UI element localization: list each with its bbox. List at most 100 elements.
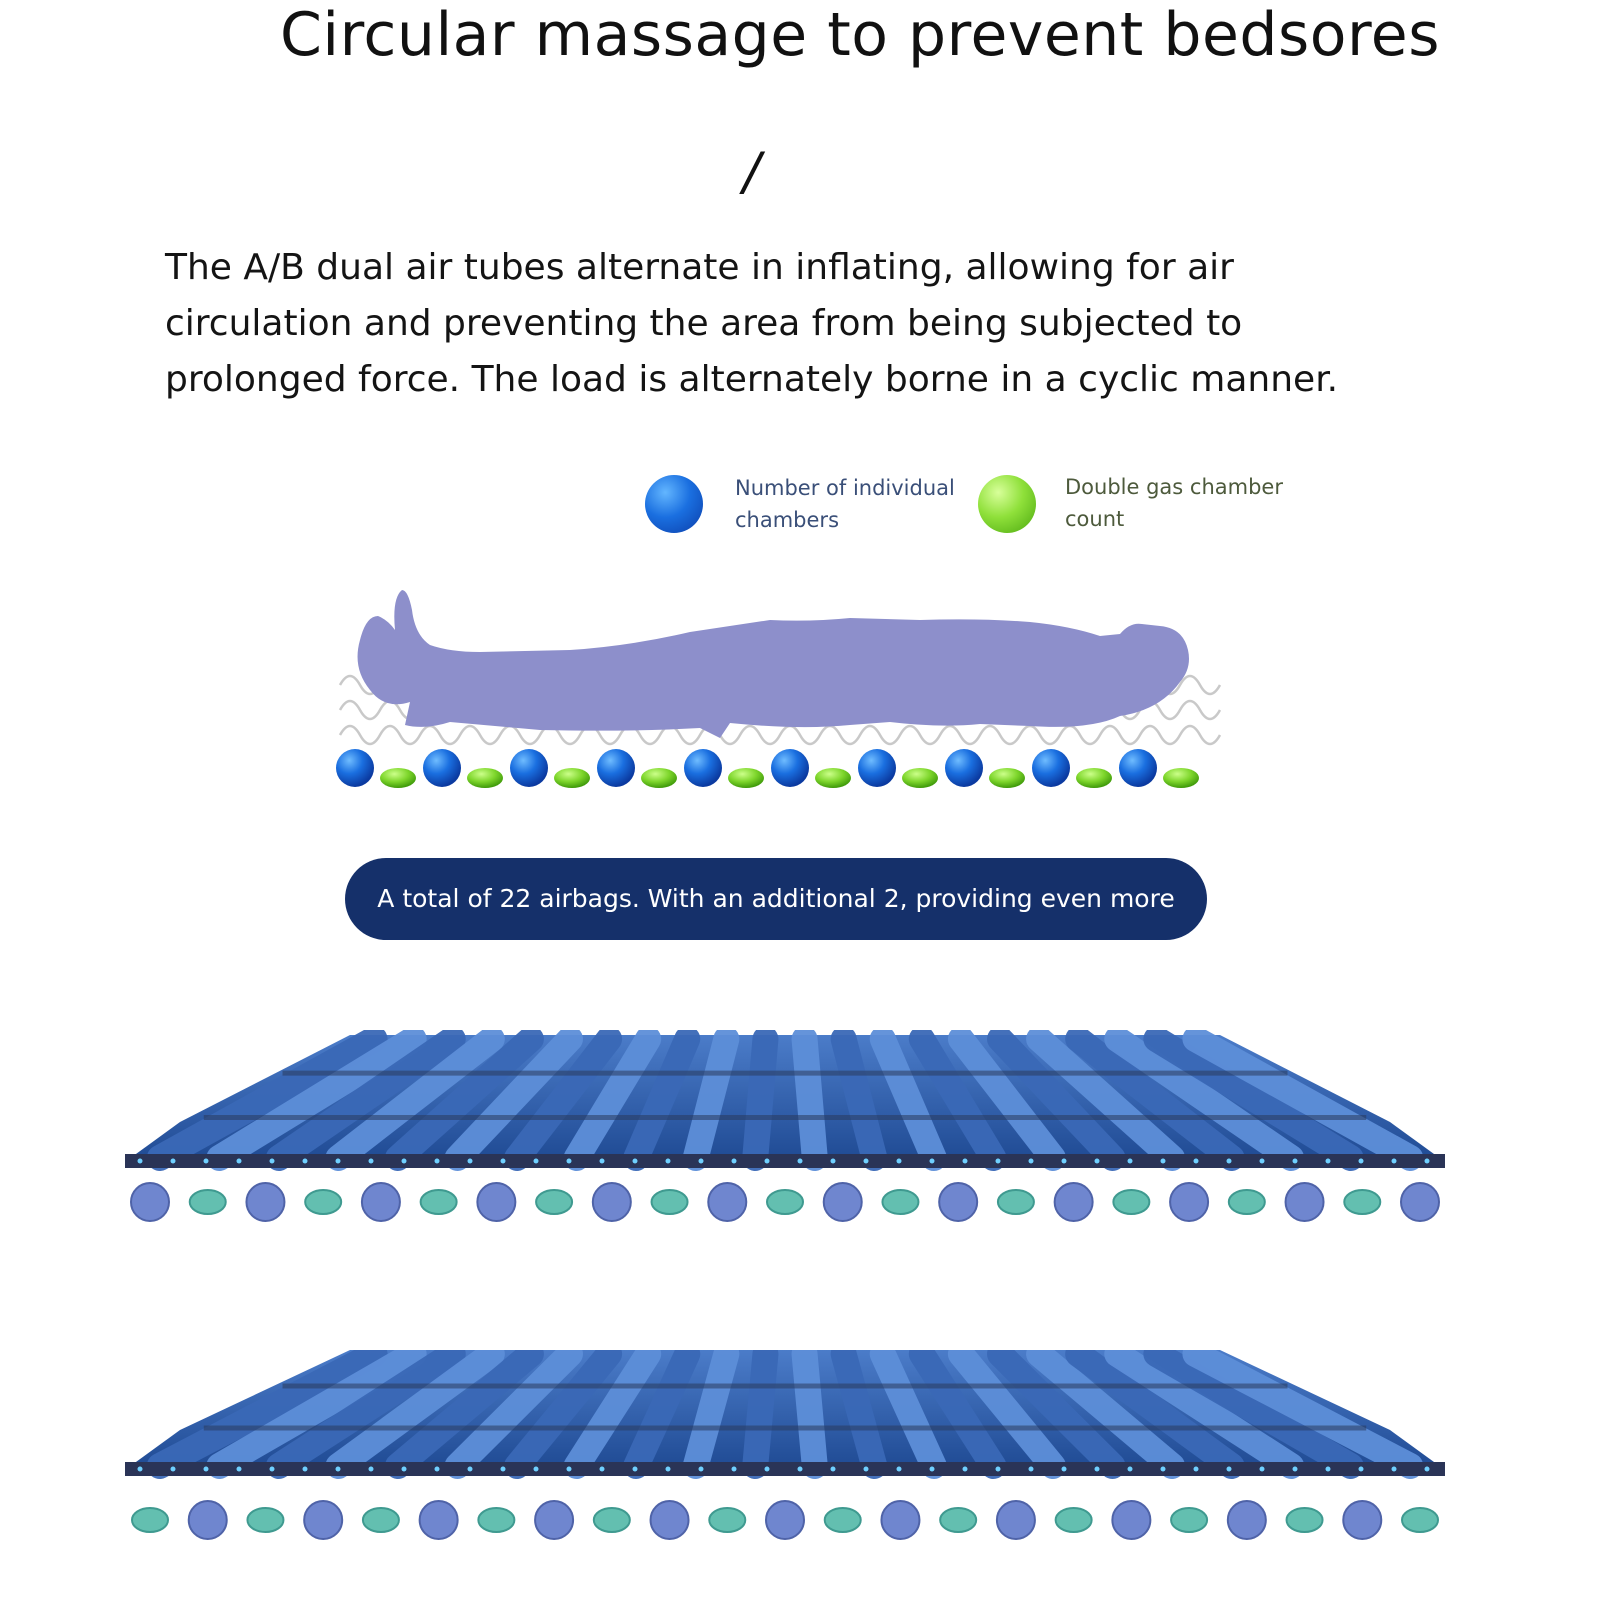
- mattress-base: [125, 1154, 1445, 1168]
- double-chamber-bead: [902, 768, 938, 788]
- air-tube: [265, 1030, 466, 1171]
- air-tube: [623, 1350, 701, 1479]
- double-chamber-ball: [592, 1507, 631, 1533]
- base-light: [236, 1466, 242, 1472]
- double-chamber-legend-dot: [978, 475, 1036, 533]
- air-mattress-image-1: [125, 1030, 1445, 1222]
- air-tube: [325, 1350, 505, 1479]
- individual-chamber-ball: [476, 1182, 517, 1222]
- individual-chamber-ball: [1226, 1500, 1267, 1540]
- base-light: [368, 1466, 374, 1472]
- base-light: [1193, 1158, 1199, 1164]
- base-light: [1226, 1158, 1232, 1164]
- individual-chamber-ball: [1284, 1182, 1325, 1222]
- double-chamber-bead: [380, 768, 416, 788]
- air-tube: [987, 1030, 1126, 1171]
- air-tube: [830, 1030, 888, 1171]
- air-tube: [908, 1350, 1007, 1479]
- individual-chamber-ball: [534, 1500, 575, 1540]
- base-light: [500, 1466, 506, 1472]
- base-light: [1259, 1466, 1265, 1472]
- double-chamber-ball: [477, 1507, 516, 1533]
- air-tube: [791, 1030, 828, 1171]
- double-chamber-ball: [996, 1189, 1035, 1215]
- double-chamber-ball: [1401, 1507, 1439, 1533]
- base-light: [467, 1466, 473, 1472]
- base-light: [1391, 1466, 1397, 1472]
- description-paragraph: The A/B dual air tubes alternate in infl…: [165, 247, 1339, 400]
- double-chamber-ball: [535, 1189, 574, 1215]
- diagram-chamber-row: [336, 749, 1199, 788]
- base-light: [698, 1466, 704, 1472]
- air-tube: [504, 1350, 623, 1479]
- air-tube: [742, 1350, 779, 1479]
- base-light: [665, 1466, 671, 1472]
- individual-chamber-bead: [945, 749, 983, 787]
- base-light: [797, 1466, 803, 1472]
- base-light: [863, 1466, 869, 1472]
- individual-chamber-ball: [130, 1182, 170, 1222]
- base-light: [566, 1466, 572, 1472]
- base-light: [1028, 1158, 1034, 1164]
- individual-chamber-bead: [423, 749, 461, 787]
- base-light: [137, 1466, 143, 1472]
- base-light: [896, 1158, 902, 1164]
- air-tube: [869, 1030, 947, 1171]
- double-chamber-bead: [728, 768, 764, 788]
- individual-chamber-ball: [360, 1182, 401, 1222]
- base-light: [1226, 1466, 1232, 1472]
- base-light: [863, 1158, 869, 1164]
- individual-chamber-ball: [591, 1182, 632, 1222]
- air-tube: [1182, 1030, 1424, 1171]
- double-chamber-bead: [815, 768, 851, 788]
- air-tube: [947, 1030, 1066, 1171]
- air-tube: [1104, 1030, 1305, 1171]
- base-light: [1325, 1466, 1331, 1472]
- air-tube: [830, 1350, 888, 1479]
- individual-chamber-ball: [938, 1182, 979, 1222]
- individual-chamber-ball: [1111, 1500, 1152, 1540]
- double-chamber-ball: [304, 1189, 343, 1215]
- base-light: [1094, 1466, 1100, 1472]
- double-chamber-ball: [1112, 1189, 1151, 1215]
- base-light: [269, 1158, 275, 1164]
- double-chamber-bead: [467, 768, 503, 788]
- air-tube: [384, 1350, 544, 1479]
- base-light: [1325, 1158, 1331, 1164]
- base-light: [1292, 1466, 1298, 1472]
- individual-chamber-bead: [336, 749, 374, 787]
- air-tube: [987, 1350, 1126, 1479]
- double-chamber-ball: [131, 1507, 169, 1533]
- air-tube: [563, 1350, 662, 1479]
- air-tube: [947, 1350, 1066, 1479]
- base-light: [137, 1158, 143, 1164]
- base-light: [731, 1158, 737, 1164]
- base-light: [632, 1158, 638, 1164]
- double-chamber-ball: [708, 1507, 747, 1533]
- air-mattress-image-2: [125, 1350, 1445, 1540]
- base-light: [302, 1466, 308, 1472]
- separator-slash: /: [743, 142, 761, 202]
- base-light: [830, 1158, 836, 1164]
- base-light: [434, 1466, 440, 1472]
- air-tube: [384, 1030, 544, 1171]
- base-light: [830, 1466, 836, 1472]
- base-light: [896, 1466, 902, 1472]
- base-light: [929, 1158, 935, 1164]
- air-tube: [682, 1350, 740, 1479]
- base-light: [599, 1466, 605, 1472]
- double-chamber-bead: [1076, 768, 1112, 788]
- individual-chamber-bead: [1032, 749, 1070, 787]
- double-chamber-legend-label: Double gas chamber count: [1065, 475, 1283, 531]
- base-light: [533, 1466, 539, 1472]
- base-light: [1391, 1158, 1397, 1164]
- base-light: [203, 1158, 209, 1164]
- base-light: [1127, 1466, 1133, 1472]
- air-tube: [1065, 1030, 1245, 1171]
- individual-chamber-bead: [684, 749, 722, 787]
- double-chamber-ball: [246, 1507, 285, 1533]
- double-chamber-ball: [939, 1507, 978, 1533]
- double-chamber-ball: [1227, 1189, 1266, 1215]
- individual-chamber-ball: [880, 1500, 921, 1540]
- base-light: [962, 1466, 968, 1472]
